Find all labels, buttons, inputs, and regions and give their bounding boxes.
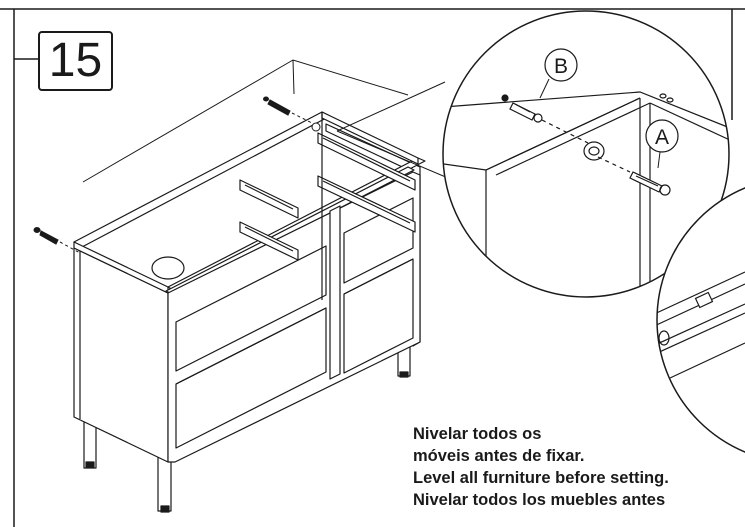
callout-a: A [645, 119, 679, 169]
drawer-slides [239, 132, 416, 261]
wall-lines [82, 59, 409, 183]
fastener-b [501, 94, 589, 144]
callout-leader [336, 81, 449, 179]
detail-circle-bottom [656, 187, 745, 453]
callout-b-label: B [554, 55, 568, 78]
step-number-box: 15 [38, 31, 113, 91]
note-line-spanish: Nivelar todos los muebles antes [413, 491, 666, 509]
page-frame [0, 8, 745, 527]
note-line-portuguese-1: Nivelar todos os [413, 425, 542, 443]
fastener-a [597, 156, 671, 196]
detail-circle-top [442, 10, 730, 298]
note-line-english: Level all furniture before setting. [413, 469, 669, 487]
step-number: 15 [48, 34, 103, 87]
callout-b: B [539, 48, 578, 99]
note-line-portuguese-2: móveis antes de fixar. [413, 447, 585, 465]
leveling-note: Nivelar todos os móveis antes de fixar. … [413, 423, 745, 511]
wall-screw-left [33, 227, 81, 254]
callout-a-label: A [655, 126, 669, 149]
cabinet [73, 111, 426, 513]
wall-screw-right [263, 96, 321, 132]
